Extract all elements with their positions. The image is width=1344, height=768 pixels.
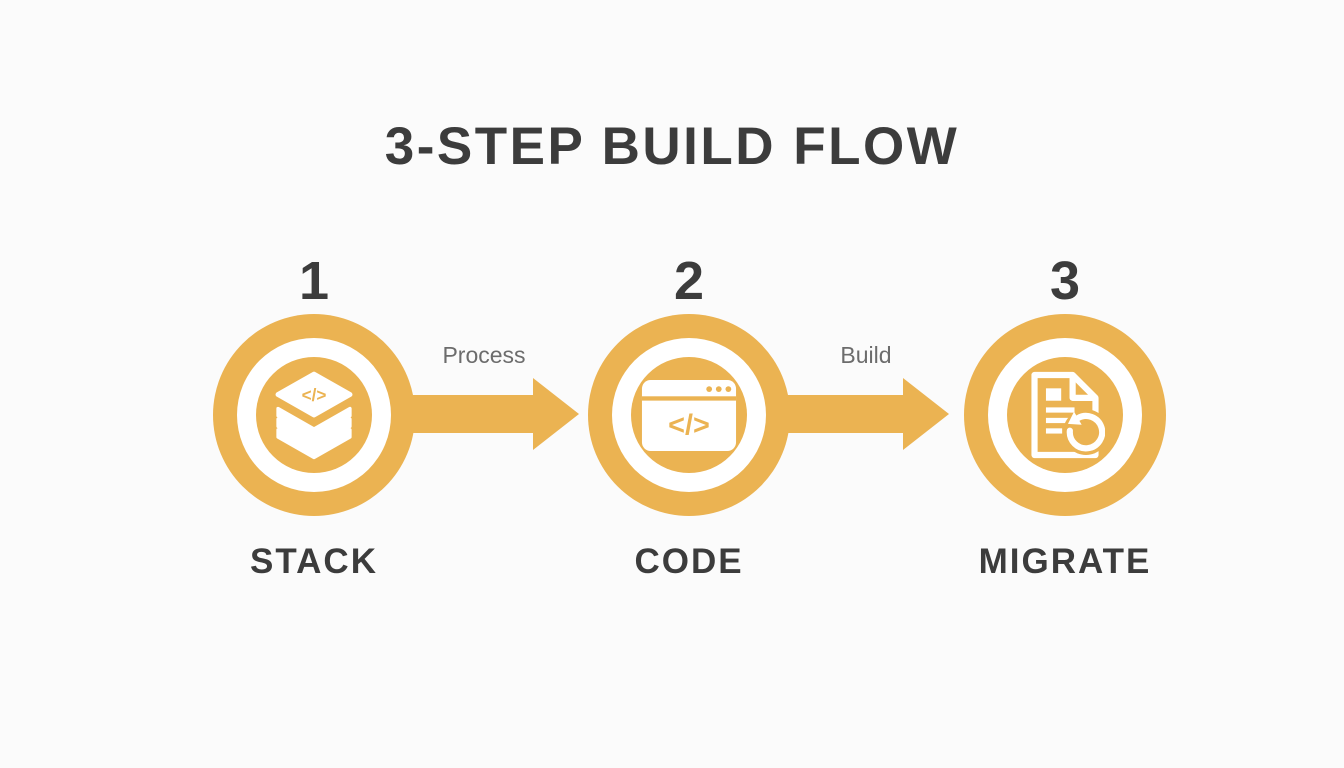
step-number-2: 2 xyxy=(673,251,705,311)
step-label-code: CODE xyxy=(634,542,744,581)
step-number-1: 1 xyxy=(298,251,330,311)
connector-label-process: Process xyxy=(442,342,526,368)
step-label-stack: STACK xyxy=(250,542,378,581)
step-circle-core: </> xyxy=(631,357,747,473)
step-stack: 1 </> STACK xyxy=(204,254,424,582)
document-refresh-icon xyxy=(1031,371,1105,459)
step-circle-ring: </> xyxy=(612,338,766,492)
step-code: 2 </> CODE xyxy=(579,254,799,582)
page-title: 3-STEP BUILD FLOW xyxy=(384,117,960,176)
browser-icon-code-glyph: </> xyxy=(668,409,710,441)
arrow-shaft-2 xyxy=(788,395,903,433)
step-number-3: 3 xyxy=(1049,251,1081,311)
connector-label-build: Build xyxy=(840,342,892,368)
step-circle-ring: </> xyxy=(237,338,391,492)
arrow-head-2 xyxy=(903,378,949,450)
stack-icon-code-glyph: </> xyxy=(302,385,327,405)
arrow-shaft-1 xyxy=(412,395,533,433)
step-circle-outer: </> xyxy=(588,314,790,516)
step-circle-ring xyxy=(988,338,1142,492)
arrow-head-1 xyxy=(533,378,579,450)
step-circle-outer xyxy=(964,314,1166,516)
step-migrate: 3 MIGRATE xyxy=(955,254,1175,582)
stack-layers-code-icon: </> xyxy=(275,371,353,460)
refresh-arrowhead xyxy=(1067,411,1082,425)
browser-code-icon: </> xyxy=(641,379,737,451)
step-label-migrate: MIGRATE xyxy=(978,542,1152,581)
step-circle-core xyxy=(1007,357,1123,473)
step-circle-core: </> xyxy=(256,357,372,473)
step-circle-outer: </> xyxy=(213,314,415,516)
